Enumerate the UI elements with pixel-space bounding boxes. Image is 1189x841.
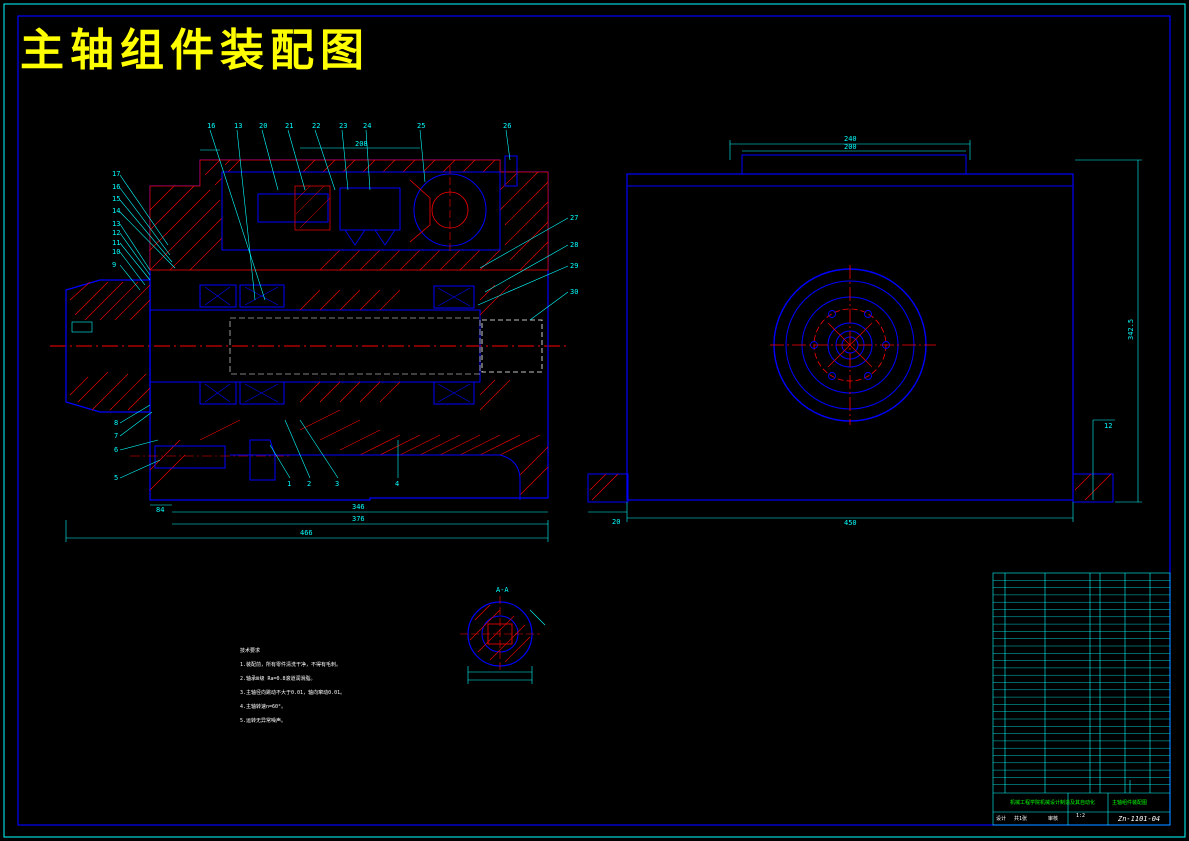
dim-side-height: 342.5 <box>1127 319 1135 340</box>
title-block-sheet: 共1张 <box>1014 815 1027 822</box>
title-block-designer: 设计 <box>996 815 1006 822</box>
title-block-part-name: 主轴组件装配图 <box>1112 799 1147 806</box>
outer-frame <box>3 3 1186 838</box>
title-block-school: 机械工程学院机械设计制造及其自动化 <box>1010 799 1095 806</box>
main-section-view <box>50 147 570 542</box>
dim-main-mid: 376 <box>352 515 365 523</box>
inner-frame <box>17 15 1171 826</box>
callout-top-5: 23 <box>339 122 347 130</box>
tech-note-4: 4.主轴转速n=60°。 <box>240 703 286 710</box>
callout-bl-3: 5 <box>114 474 118 482</box>
callout-left-4: 13 <box>112 220 120 228</box>
callout-left-2: 15 <box>112 195 120 203</box>
dim-side-top-inner: 200 <box>844 143 857 151</box>
dim-main-inner: 346 <box>352 503 365 511</box>
title-block-scale: 1:2 <box>1076 813 1085 819</box>
callout-leaders <box>119 129 569 479</box>
title-block: 机械工程学院机械设计制造及其自动化 主轴组件装配图 设计 审核 1:2 共1张 … <box>996 799 1160 823</box>
dim-main-top: 208 <box>355 140 368 148</box>
callout-top-4: 22 <box>312 122 320 130</box>
callout-top-7: 25 <box>417 122 425 130</box>
title-block-checker: 审核 <box>1048 815 1058 822</box>
callout-top-8: 26 <box>503 122 511 130</box>
tech-note-3: 3.主轴径向跳动不大于0.01，轴向窜动0.01。 <box>240 689 345 696</box>
callout-bl-1: 7 <box>114 432 118 440</box>
callout-top-6: 24 <box>363 122 371 130</box>
side-view: 240 200 450 342.5 20 12 <box>587 135 1142 527</box>
dim-main-left: 84 <box>156 506 164 514</box>
callout-top-3: 21 <box>285 122 293 130</box>
drawing-title: 主轴组件装配图 <box>20 25 370 76</box>
main-dimensions: 466 376 346 84 208 <box>156 140 368 537</box>
callout-left-1: 16 <box>112 183 120 191</box>
callout-right-1: 28 <box>570 241 578 249</box>
section-aa-view: A-A <box>460 586 546 684</box>
callout-left-5: 12 <box>112 229 120 237</box>
callout-bottom-2: 2 <box>307 480 311 488</box>
callout-bottom-0: 4 <box>395 480 399 488</box>
tech-note-1: 1.装配前，所有零件清洗干净，不得有毛刺。 <box>240 661 341 668</box>
dim-side-left-offset: 20 <box>612 518 620 526</box>
callout-right-3: 30 <box>570 288 578 296</box>
tech-note-5: 5.运转无异常噪声。 <box>240 717 286 724</box>
dim-side-top-outer: 240 <box>844 135 857 143</box>
callout-left-6: 11 <box>112 239 120 247</box>
parts-list-rows <box>993 580 1170 785</box>
parts-list <box>992 572 1171 826</box>
callout-bl-0: 8 <box>114 419 118 427</box>
callout-bottom-3: 1 <box>287 480 291 488</box>
callout-top-1: 13 <box>234 122 242 130</box>
tech-notes-heading: 技术要求 <box>240 647 260 654</box>
callout-numbers: 16 13 20 21 22 23 24 25 26 17 16 15 14 1… <box>112 122 578 488</box>
callout-right-2: 29 <box>570 262 578 270</box>
callout-left-3: 14 <box>112 207 120 215</box>
tech-notes: 技术要求 1.装配前，所有零件清洗干净，不得有毛刺。 2.轴承Ⅲ级 Ra=0.8… <box>240 647 345 724</box>
callout-bl-2: 6 <box>114 446 118 454</box>
dim-side-width: 450 <box>844 519 857 527</box>
callout-top-0: 16 <box>207 122 215 130</box>
tech-note-2: 2.轴承Ⅲ级 Ra=0.8滚道润滑脂。 <box>240 675 316 682</box>
callout-left-8: 9 <box>112 261 116 269</box>
callout-right-0: 27 <box>570 214 578 222</box>
section-label: A-A <box>496 586 509 594</box>
callout-left-7: 10 <box>112 248 120 256</box>
callout-left-0: 17 <box>112 170 120 178</box>
dim-main-overall: 466 <box>300 529 313 537</box>
dim-side-right-detail: 12 <box>1104 422 1112 430</box>
callout-top-2: 20 <box>259 122 267 130</box>
callout-bottom-1: 3 <box>335 480 339 488</box>
title-block-drawing-no: Zn-1101-04 <box>1117 815 1160 823</box>
